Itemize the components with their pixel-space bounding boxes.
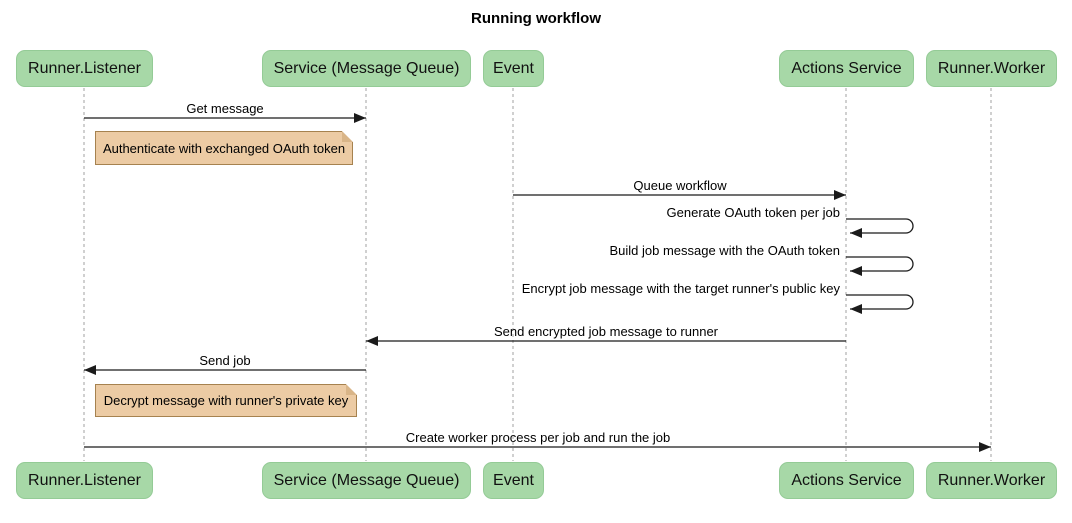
message-label-queue-workflow: Queue workflow <box>633 178 727 193</box>
message-label-encrypt-job-message: Encrypt job message with the target runn… <box>521 281 840 296</box>
diagram-title: Running workflow <box>471 10 601 27</box>
message-label-send-encrypted-job-message: Send encrypted job message to runner <box>493 324 719 339</box>
self-loop-build-job-message <box>846 256 914 276</box>
participant-top-runner-worker: Runner.Worker <box>926 50 1057 87</box>
message-label-build-job-message: Build job message with the OAuth token <box>609 243 840 258</box>
participant-top-runner-listener: Runner.Listener <box>16 50 153 87</box>
participant-bottom-service-message-queue: Service (Message Queue) <box>262 462 471 499</box>
self-loop-generate-oauth-token <box>846 218 914 238</box>
note-authenticate-oauth: Authenticate with exchanged OAuth token <box>95 131 353 165</box>
message-label-create-worker-process: Create worker process per job and run th… <box>405 430 671 445</box>
participant-bottom-event: Event <box>483 462 544 499</box>
participant-bottom-runner-listener: Runner.Listener <box>16 462 153 499</box>
participant-top-actions-service: Actions Service <box>779 50 914 87</box>
message-label-get-message: Get message <box>186 101 264 116</box>
message-label-send-job: Send job <box>199 353 251 368</box>
participant-top-event: Event <box>483 50 544 87</box>
note-decrypt-message: Decrypt message with runner's private ke… <box>95 384 357 417</box>
self-loop-encrypt-job-message <box>846 294 914 314</box>
participant-top-service-message-queue: Service (Message Queue) <box>262 50 471 87</box>
participant-bottom-runner-worker: Runner.Worker <box>926 462 1057 499</box>
participant-bottom-actions-service: Actions Service <box>779 462 914 499</box>
message-label-generate-oauth-token: Generate OAuth token per job <box>666 205 840 220</box>
